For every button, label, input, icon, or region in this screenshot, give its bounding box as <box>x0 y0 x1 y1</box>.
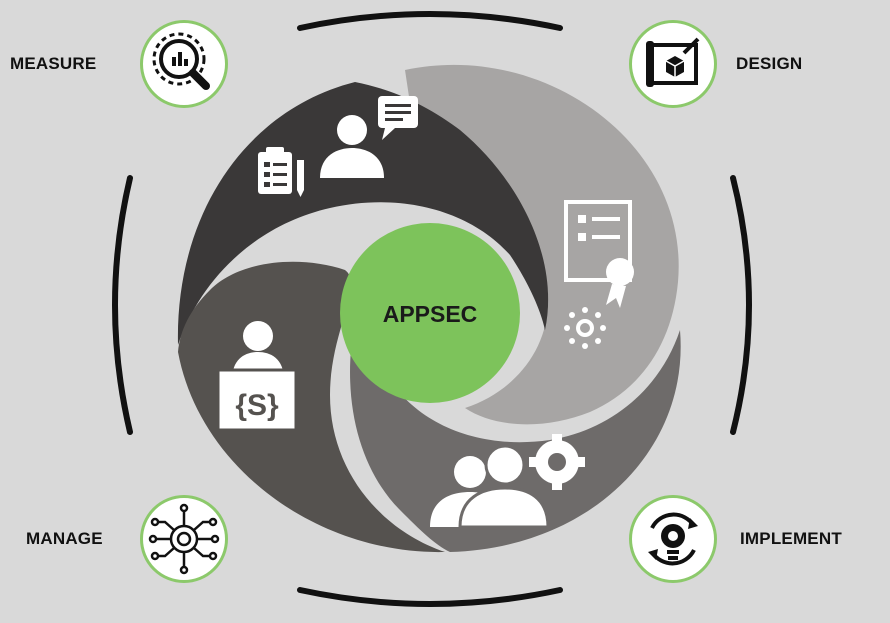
measure-label: MEASURE <box>10 54 97 73</box>
magnifier-chart-icon <box>152 32 210 90</box>
measure-badge <box>140 20 228 108</box>
network-gear-icon <box>148 503 220 575</box>
implement-label: IMPLEMENT <box>740 529 842 548</box>
design-badge <box>629 20 717 108</box>
outer-arcs <box>112 11 752 607</box>
arc-left <box>112 175 133 435</box>
lightbulb-gear-cycle-icon <box>648 512 698 566</box>
svg-text:{S}: {S} <box>235 389 279 422</box>
arc-right <box>730 175 752 435</box>
design-label: DESIGN <box>736 54 803 73</box>
center-label: APPSEC <box>383 301 478 327</box>
manage-badge <box>140 495 228 583</box>
manage-label: MANAGE <box>26 529 103 548</box>
document-certificate-icon <box>564 200 634 349</box>
segment-bottom <box>350 320 681 552</box>
person-chat-icon <box>320 96 418 178</box>
implement-badge <box>629 495 717 583</box>
clipboard-pencil-icon <box>258 147 304 197</box>
arc-top <box>297 11 563 31</box>
developer-code-icon: {S} <box>216 321 298 432</box>
team-gear-icon <box>430 434 585 529</box>
blueprint-cube-icon <box>646 37 700 87</box>
center-circle <box>340 223 520 403</box>
arc-bottom <box>297 587 563 607</box>
